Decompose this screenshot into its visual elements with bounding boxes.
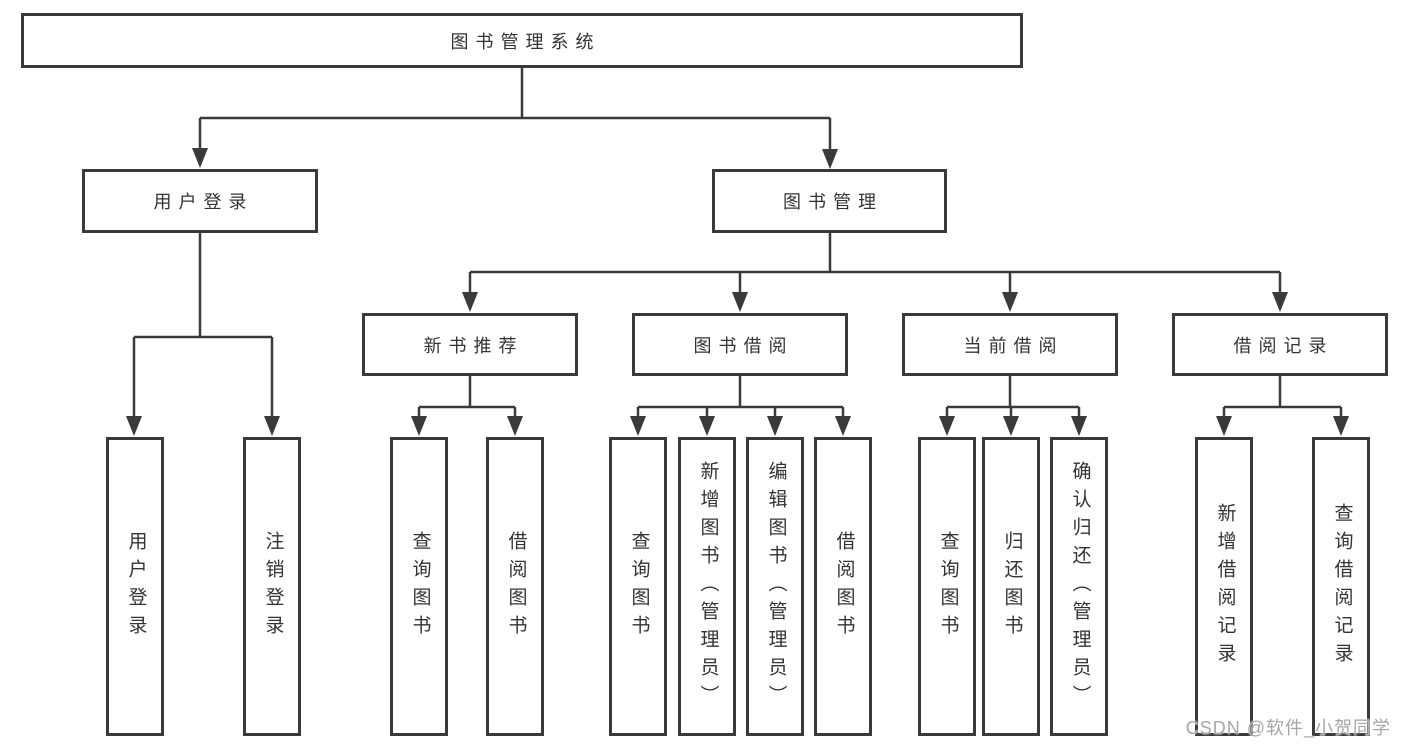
leaf-label: 新增借阅记录: [1214, 502, 1236, 671]
leaf-borrow-books-2: 借阅图书: [814, 437, 872, 736]
arrowhead: [732, 292, 748, 312]
leaf-label: 注销登录: [262, 530, 284, 643]
leaf-confirm-return-admin: 确认归还（管理员）: [1050, 437, 1108, 736]
leaf-query-books-1: 查询图书: [390, 437, 448, 736]
node-label: 新书推荐: [423, 335, 524, 356]
leaf-label: 用户登录: [125, 530, 147, 643]
arrowhead: [630, 416, 646, 436]
arrowhead: [1071, 416, 1087, 436]
arrowhead: [1216, 416, 1232, 436]
arrowhead: [126, 416, 142, 436]
leaf-label: 归还图书: [1001, 530, 1023, 643]
arrowhead: [939, 416, 955, 436]
leaf-return-book: 归还图书: [982, 437, 1040, 736]
csdn-watermark: CSDN @软件_小贺同学: [1185, 718, 1391, 738]
node-current-borrowing: 当前借阅: [902, 313, 1118, 376]
node-borrowing-records: 借阅记录: [1172, 313, 1388, 376]
leaf-label: 查询借阅记录: [1331, 502, 1353, 671]
arrowhead: [411, 416, 427, 436]
leaf-label: 确认归还（管理员）: [1069, 460, 1091, 713]
arrowhead: [1272, 292, 1288, 312]
leaf-add-book-admin: 新增图书（管理员）: [678, 437, 736, 736]
arrowhead: [835, 416, 851, 436]
leaf-add-borrow-record: 新增借阅记录: [1195, 437, 1253, 736]
arrowhead: [822, 149, 838, 169]
arrowhead: [767, 416, 783, 436]
leaf-logout: 注销登录: [243, 437, 301, 736]
node-label: 图书借阅: [693, 335, 794, 356]
node-user-login: 用户登录: [82, 169, 318, 233]
leaf-query-books-2: 查询图书: [609, 437, 667, 736]
leaf-borrow-books-1: 借阅图书: [486, 437, 544, 736]
node-library-management-system: 图书管理系统: [21, 13, 1023, 68]
leaf-label: 编辑图书（管理员）: [765, 460, 787, 713]
node-label: 图书管理: [783, 192, 883, 212]
arrowhead: [1002, 292, 1018, 312]
node-book-borrowing: 图书借阅: [632, 313, 848, 376]
leaf-label: 新增图书（管理员）: [697, 460, 719, 713]
leaf-label: 查询图书: [628, 530, 650, 643]
arrowhead: [264, 416, 280, 436]
arrowhead: [1333, 416, 1349, 436]
node-label: 用户登录: [153, 192, 254, 212]
node-label: 借阅记录: [1233, 335, 1334, 356]
leaf-query-borrow-record: 查询借阅记录: [1312, 437, 1370, 736]
arrowhead: [507, 416, 523, 436]
node-label: 当前借阅: [963, 335, 1064, 356]
leaf-edit-book-admin: 编辑图书（管理员）: [746, 437, 804, 736]
leaf-query-books-3: 查询图书: [918, 437, 976, 736]
leaf-label: 借阅图书: [833, 530, 855, 643]
node-label: 图书管理系统: [450, 31, 601, 52]
tree-connectors: [132, 68, 1343, 418]
node-new-book-recommend: 新书推荐: [362, 313, 578, 376]
arrowhead: [1003, 416, 1019, 436]
leaf-label: 查询图书: [937, 530, 959, 643]
node-book-management: 图书管理: [712, 169, 947, 233]
arrowhead: [462, 292, 478, 312]
leaf-label: 借阅图书: [505, 530, 527, 643]
leaf-label: 查询图书: [409, 530, 431, 643]
arrowhead: [192, 148, 208, 168]
arrowhead: [699, 416, 715, 436]
leaf-user-login: 用户登录: [106, 437, 164, 736]
